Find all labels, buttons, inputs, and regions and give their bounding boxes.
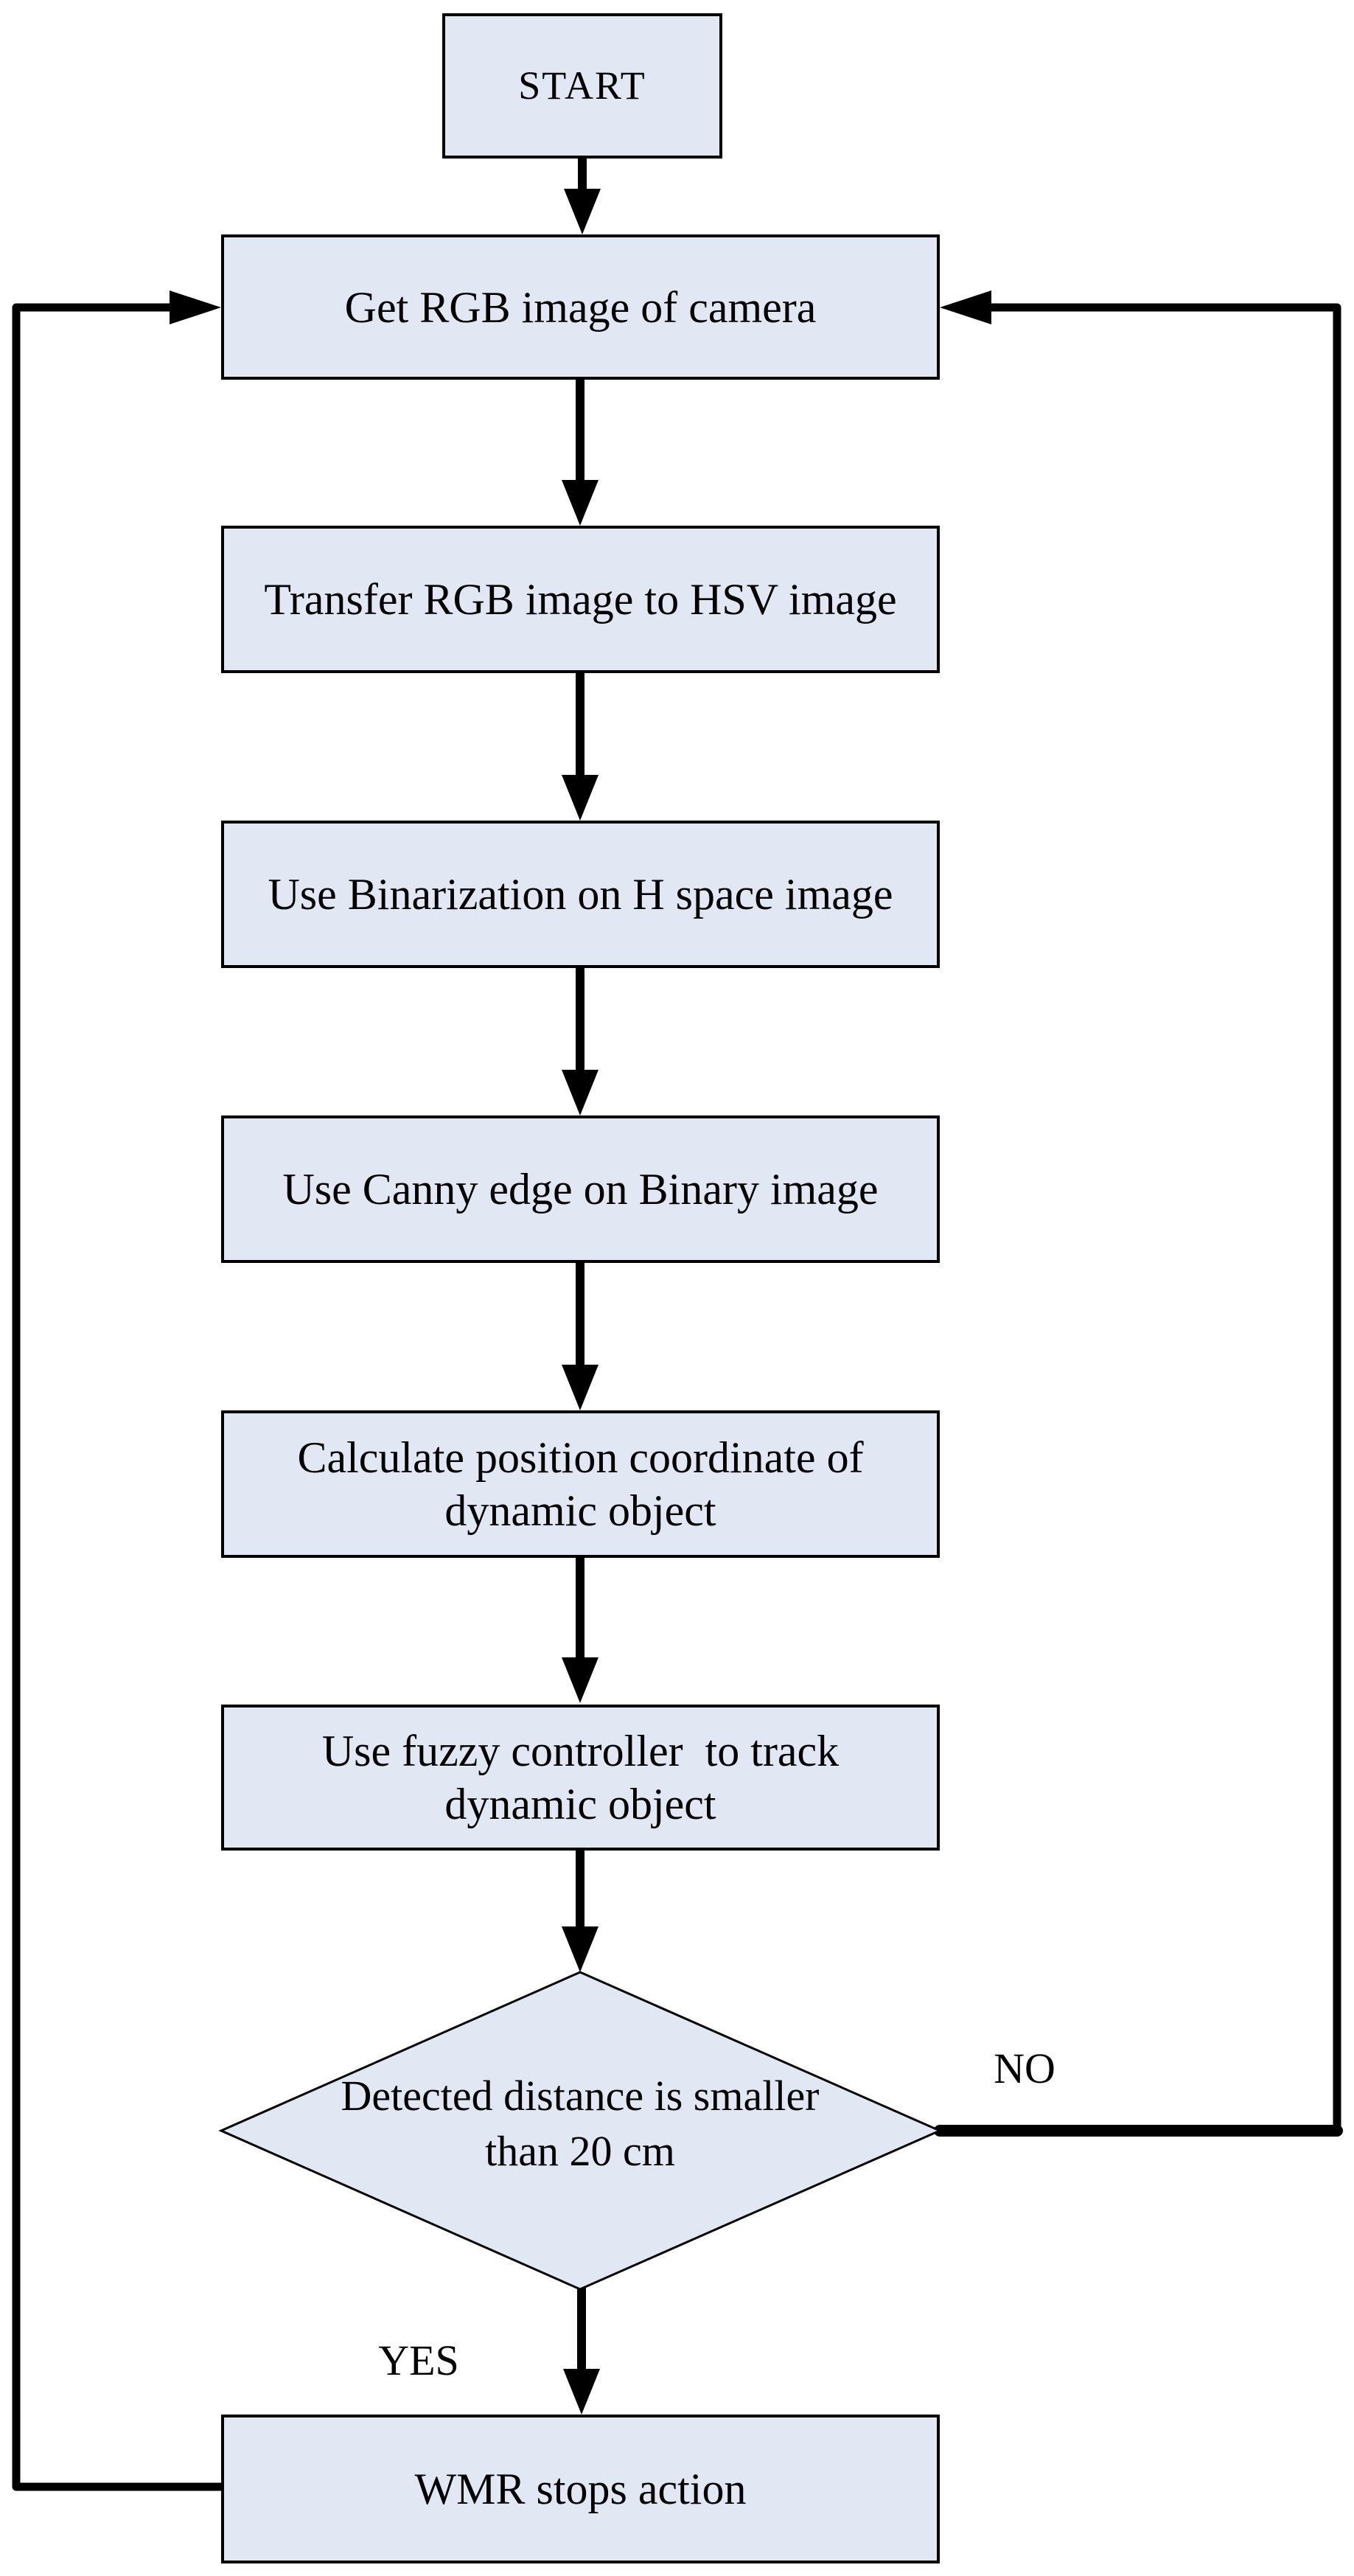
flow-node-calc-position-line2: dynamic object	[444, 1486, 716, 1535]
loop-yes-return-arrowhead-icon	[170, 290, 221, 324]
decision-diamond-shape	[218, 1971, 943, 2291]
flow-node-canny: Use Canny edge on Binary image	[221, 1115, 940, 1263]
arrowhead-icon	[562, 480, 599, 526]
flow-node-canny-label: Use Canny edge on Binary image	[282, 1165, 879, 1214]
flow-node-start: START	[442, 13, 722, 159]
connector-fuzzy-to-decision	[562, 1846, 599, 1972]
arrowhead-icon	[562, 1365, 599, 1410]
flow-node-to-hsv-label: Transfer RGB image to HSV image	[264, 575, 897, 624]
flow-node-fuzzy-track: Use fuzzy controller to track dynamic ob…	[221, 1705, 940, 1851]
flow-node-binarization: Use Binarization on H space image	[221, 821, 940, 968]
connector-get-rgb-to-hsv	[562, 375, 599, 526]
flow-node-calc-position-line1: Calculate position coordinate of	[297, 1433, 864, 1482]
arrowhead-icon	[563, 2369, 600, 2415]
flow-node-get-rgb-label: Get RGB image of camera	[344, 282, 817, 332]
flow-node-binarization-label: Use Binarization on H space image	[268, 870, 893, 919]
flow-node-to-hsv: Transfer RGB image to HSV image	[221, 526, 940, 673]
flow-node-decision-line2: than 20 cm	[485, 2127, 675, 2175]
loop-no-return-path	[983, 303, 1341, 2135]
arrowhead-icon	[562, 1070, 599, 1115]
arrowhead-icon	[562, 1926, 599, 1972]
flow-node-fuzzy-track-line1: Use fuzzy controller to track	[321, 1727, 840, 1775]
flow-node-decision-line1: Detected distance is smaller	[341, 2071, 820, 2120]
arrowhead-icon	[564, 189, 601, 234]
flow-node-wmr-stop-label: WMR stops action	[414, 2465, 747, 2513]
flow-node-get-rgb: Get RGB image of camera	[221, 234, 940, 380]
edge-label-yes: YES	[378, 2336, 459, 2384]
connector-binarization-to-canny	[562, 964, 599, 1115]
edge-label-no: NO	[994, 2044, 1055, 2092]
connector-decision-to-wmr	[563, 2285, 600, 2415]
flow-node-wmr-stop: WMR stops action	[221, 2415, 940, 2563]
connector-start-to-get-rgb	[564, 153, 601, 234]
flow-node-decision-distance: Detected distance is smaller than 20 cm	[248, 2057, 912, 2190]
flow-node-start-label: START	[518, 63, 646, 108]
connector-canny-to-calc	[562, 1259, 599, 1410]
connector-calc-to-fuzzy	[562, 1553, 599, 1703]
connector-hsv-to-binarization	[562, 669, 599, 821]
loop-no-return-arrowhead-icon	[940, 290, 991, 324]
flow-node-calc-position: Calculate position coordinate of dynamic…	[221, 1410, 940, 1558]
loop-yes-return-path	[12, 303, 226, 2491]
arrowhead-icon	[562, 775, 599, 821]
arrowhead-icon	[562, 1657, 599, 1703]
flow-node-fuzzy-track-line2: dynamic object	[444, 1780, 716, 1828]
